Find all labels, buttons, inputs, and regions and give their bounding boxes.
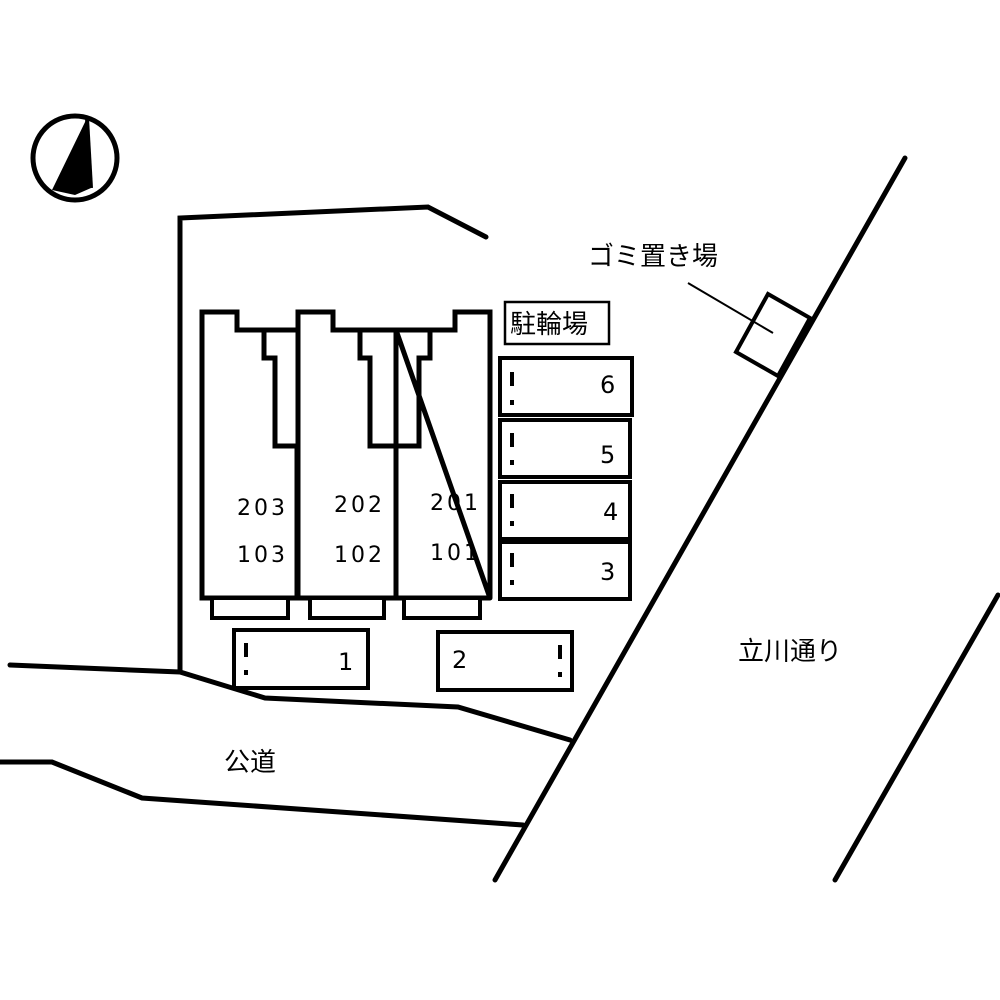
north-arrow-icon <box>30 113 120 203</box>
parking-number-6: 6 <box>600 371 615 399</box>
property-boundary <box>177 204 489 675</box>
parking-space-6 <box>498 356 634 417</box>
parking-block-right: 6 5 4 3 <box>498 356 634 601</box>
parking-number-3: 3 <box>600 558 615 586</box>
balcony-1 <box>210 596 290 620</box>
unit-label-103: 103 <box>237 543 288 568</box>
tachikawa-street-edge-left <box>492 155 908 883</box>
apartment-building: 203 103 202 102 201 101 <box>199 309 493 620</box>
unit-label-203: 203 <box>237 496 288 521</box>
svg-text:駐輪場: 駐輪場 <box>510 310 588 340</box>
parking-number-1: 1 <box>338 648 353 676</box>
balcony-3 <box>402 596 482 620</box>
tachikawa-street-label: 立川通り <box>738 637 842 667</box>
tachikawa-street-edge-right <box>832 592 1000 883</box>
balcony-2 <box>308 596 386 620</box>
parking-space-4 <box>498 480 632 541</box>
unit-label-202: 202 <box>334 493 385 518</box>
parking-number-4: 4 <box>603 498 618 526</box>
public-road-edge-upper <box>7 662 573 743</box>
unit-label-201: 201 <box>430 491 481 516</box>
parking-block-bottom: 1 2 <box>232 628 574 692</box>
unit-label-101: 101 <box>430 541 481 566</box>
garbage-area: ゴミ置き場 <box>588 242 813 379</box>
parking-space-3 <box>498 540 632 601</box>
garbage-area-label: ゴミ置き場 <box>588 242 718 272</box>
unit-column-2 <box>295 309 399 601</box>
public-road-label: 公道 <box>224 748 276 778</box>
parking-number-2: 2 <box>452 646 467 674</box>
unit-label-102: 102 <box>334 543 385 568</box>
parking-space-1 <box>232 628 370 690</box>
parking-number-5: 5 <box>600 441 615 469</box>
parking-space-2 <box>436 630 574 692</box>
public-road-edge-lower <box>0 759 526 828</box>
parking-space-5 <box>498 418 632 479</box>
bicycle-parking-label: 駐輪場 <box>503 300 611 346</box>
